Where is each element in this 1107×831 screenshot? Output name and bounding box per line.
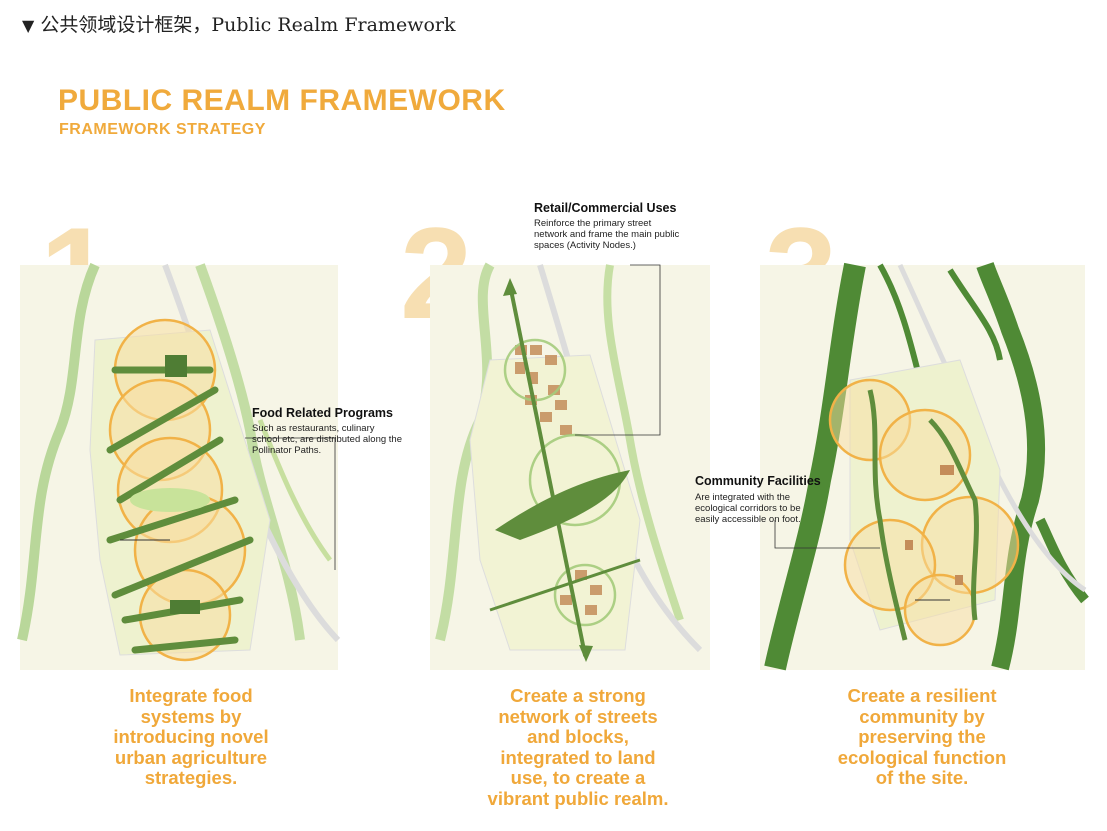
panel-1-callout-title: Food Related Programs [252, 406, 393, 420]
panel-3-callout-title: Community Facilities [695, 474, 821, 488]
image-caption: ▼ 公共领域设计框架，Public Realm Framework [22, 10, 456, 37]
panel-1-strategy: Integrate food systems by introducing no… [113, 685, 269, 788]
panel-1-callout-body: Such as restaurants, culinary school etc… [252, 423, 402, 456]
panel-2-strategy: Create a strong network of streets and b… [487, 685, 669, 809]
panel-2-callout-title: Retail/Commercial Uses [534, 201, 677, 215]
panel-3-callout-body: Are integrated with the ecological corri… [695, 492, 801, 525]
panel-3-map [760, 262, 1089, 671]
triangle-down-icon: ▼ [22, 16, 35, 35]
panel-1-map [17, 262, 341, 670]
panel-3-strategy: Create a resilient community by preservi… [837, 685, 1007, 788]
panel-2-callout-body: Reinforce the primary street network and… [534, 218, 680, 251]
caption-text: 公共领域设计框架，Public Realm Framework [40, 14, 456, 36]
panel-2-map [430, 262, 710, 670]
diagram-subtitle: FRAMEWORK STRATEGY [59, 121, 266, 138]
diagram-title: PUBLIC REALM FRAMEWORK [58, 84, 506, 117]
